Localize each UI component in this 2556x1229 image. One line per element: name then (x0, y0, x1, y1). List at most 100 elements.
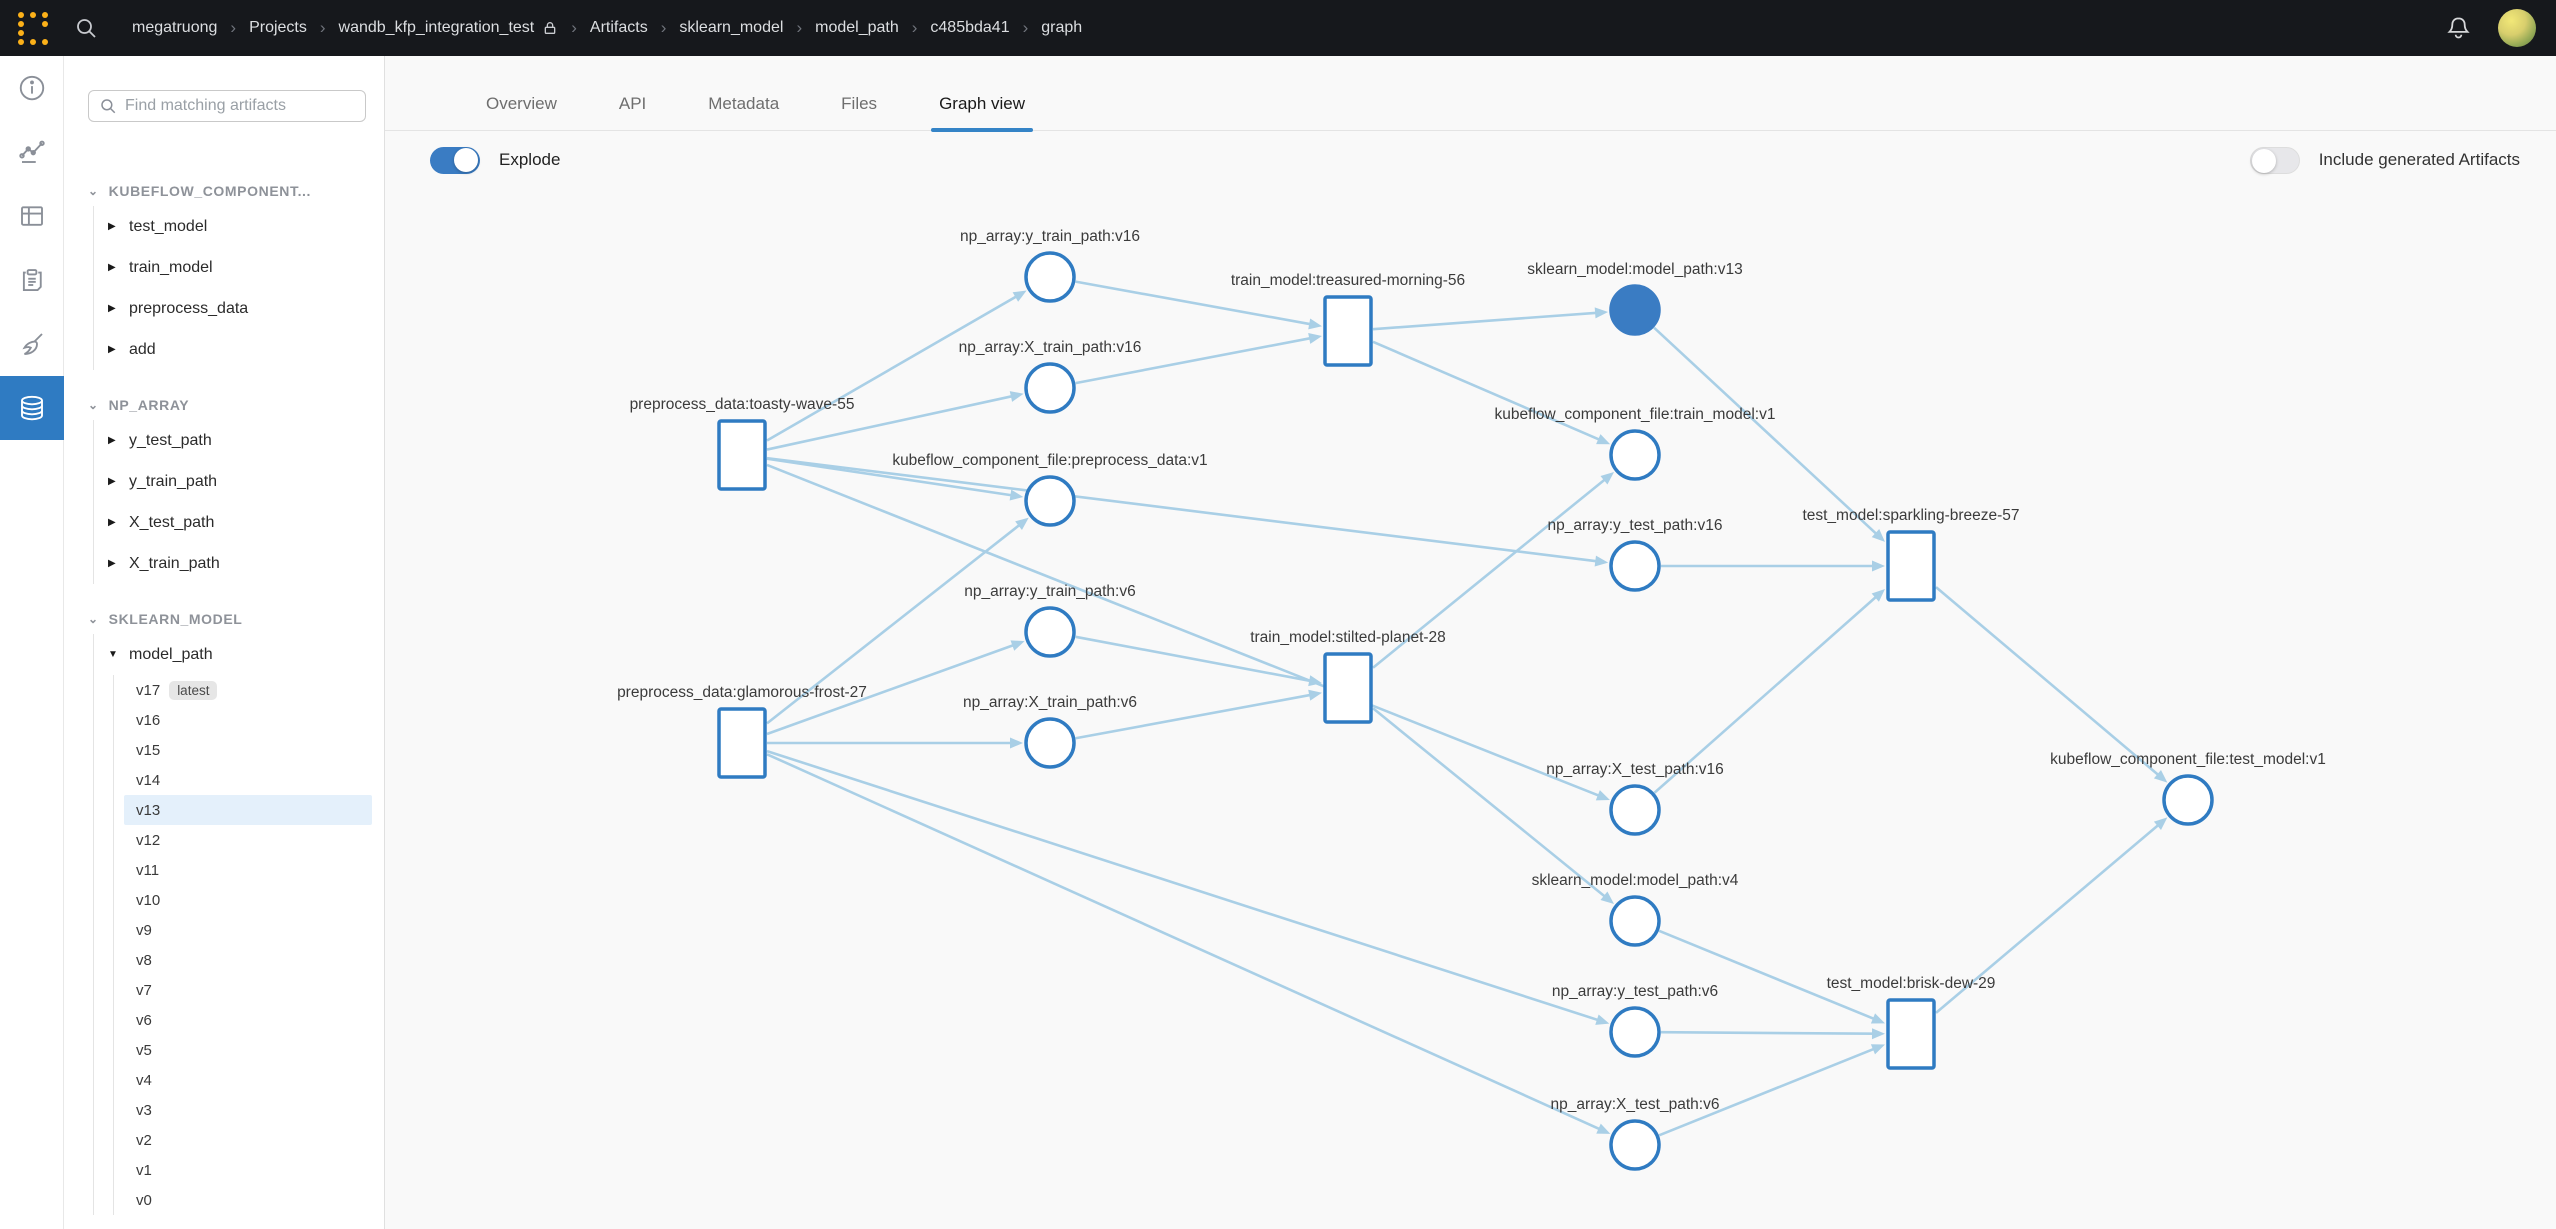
graph-node-xte16[interactable] (1609, 784, 1661, 836)
graph-node-t55[interactable] (717, 419, 767, 491)
include-generated-toggle[interactable] (2249, 146, 2300, 174)
version-label: v8 (136, 951, 152, 969)
graph-node-tm56[interactable] (1323, 295, 1373, 367)
artifact-collection-train_model[interactable]: ▶train_model (108, 247, 384, 288)
artifact-type-body: ▶test_model▶train_model▶preprocess_data▶… (93, 206, 384, 370)
graph-node-ytr16[interactable] (1024, 251, 1076, 303)
version-item-v12[interactable]: v12 (124, 825, 372, 855)
graph-node-mp13[interactable] (1609, 284, 1661, 336)
tab-overview[interactable]: Overview (486, 94, 557, 113)
version-item-v10[interactable]: v10 (124, 885, 372, 915)
artifact-collection-preprocess_data[interactable]: ▶preprocess_data (108, 288, 384, 329)
graph-node-sp28[interactable] (1323, 652, 1373, 724)
artifact-collection-y_train_path[interactable]: ▶y_train_path (108, 461, 384, 502)
graph-node-yte16[interactable] (1609, 540, 1661, 592)
breadcrumb-item[interactable]: megatruong (132, 19, 218, 36)
tab-metadata[interactable]: Metadata (708, 94, 780, 113)
explode-toggle[interactable] (430, 146, 480, 174)
tables-icon (17, 201, 47, 231)
artifact-type-header[interactable]: ⌄KUBEFLOW_COMPONENT... (88, 176, 384, 206)
logo-dot (18, 11, 24, 18)
tab-api[interactable]: API (618, 94, 647, 113)
breadcrumb-separator: › (319, 18, 326, 37)
version-label: v7 (136, 981, 152, 999)
graph-node-g27[interactable] (717, 707, 767, 779)
graph-node-kcfte[interactable] (2162, 774, 2214, 826)
graph-node-bd29[interactable] (1886, 998, 1936, 1070)
artifact-collection-model_path[interactable]: ▼model_path (108, 634, 384, 675)
version-item-v5[interactable]: v5 (124, 1035, 372, 1065)
version-label: v3 (136, 1101, 152, 1119)
reports-icon (17, 265, 47, 295)
rail-item-info[interactable] (0, 56, 64, 120)
version-item-v16[interactable]: v16 (124, 705, 372, 735)
breadcrumb-item[interactable]: Artifacts (589, 19, 648, 36)
artifact-type-body: ▶y_test_path▶y_train_path▶X_test_path▶X_… (93, 420, 384, 584)
version-label: v17 (136, 681, 161, 699)
artifact-collection-X_test_path[interactable]: ▶X_test_path (108, 502, 384, 543)
artifact-tabs: Overview API Metadata Files Graph view (385, 56, 2556, 132)
breadcrumb-item[interactable]: Projects (249, 19, 307, 36)
graph-node-ytr6[interactable] (1024, 606, 1076, 658)
logo-dot (42, 11, 48, 18)
version-item-v0[interactable]: v0 (124, 1185, 372, 1215)
version-item-v11[interactable]: v11 (124, 855, 372, 885)
chevron-down-icon: ⌄ (88, 184, 99, 198)
version-item-v8[interactable]: v8 (124, 945, 372, 975)
breadcrumb-item[interactable]: model_path (815, 19, 899, 36)
graph-node-kcfp[interactable] (1024, 475, 1076, 527)
rail-item-sweeps[interactable] (0, 312, 64, 376)
explode-toggle-label: Explode (499, 150, 561, 169)
graph-controls: Explode Include generated Artifacts (385, 131, 2556, 189)
version-label: v16 (136, 711, 161, 729)
artifact-search-box[interactable] (88, 90, 366, 122)
version-item-v14[interactable]: v14 (124, 765, 372, 795)
rail-item-charts[interactable] (0, 120, 64, 184)
wandb-logo[interactable] (16, 11, 50, 45)
nav-search-icon[interactable] (74, 16, 98, 40)
breadcrumb-item[interactable]: sklearn_model (679, 19, 784, 36)
notifications-bell-icon[interactable] (2445, 15, 2472, 42)
version-item-v13[interactable]: v13 (124, 795, 372, 825)
artifact-collection-add[interactable]: ▶add (108, 329, 384, 370)
graph-node-sb57[interactable] (1886, 530, 1936, 602)
graph-node-xtr6[interactable] (1024, 717, 1076, 769)
artifact-collection-test_model[interactable]: ▶test_model (108, 206, 384, 247)
rail-item-reports[interactable] (0, 248, 64, 312)
graph-node-mp4[interactable] (1609, 895, 1661, 947)
logo-dot (30, 11, 36, 18)
breadcrumb-item[interactable]: c485bda41 (930, 19, 1010, 36)
breadcrumb-item[interactable]: graph (1041, 19, 1083, 36)
triangle-right-icon: ▶ (108, 517, 116, 528)
version-item-v3[interactable]: v3 (124, 1095, 372, 1125)
artifact-collection-X_train_path[interactable]: ▶X_train_path (108, 543, 384, 584)
graph-node-yte6[interactable] (1609, 1006, 1661, 1058)
version-item-v9[interactable]: v9 (124, 915, 372, 945)
artifact-type-header[interactable]: ⌄SKLEARN_MODEL (88, 604, 384, 634)
breadcrumb-item[interactable]: wandb_kfp_integration_test (338, 19, 535, 36)
graph-node-xte6[interactable] (1609, 1119, 1661, 1171)
graph-node-kcft[interactable] (1609, 429, 1661, 481)
version-item-v1[interactable]: v1 (124, 1155, 372, 1185)
version-label: v1 (136, 1161, 152, 1179)
version-item-v4[interactable]: v4 (124, 1065, 372, 1095)
artifact-type-header[interactable]: ⌄NP_ARRAY (88, 390, 384, 420)
graph-node-xtr16[interactable] (1024, 362, 1076, 414)
rail-item-tables[interactable] (0, 184, 64, 248)
version-item-v15[interactable]: v15 (124, 735, 372, 765)
triangle-down-icon: ▼ (108, 649, 118, 660)
version-item-v2[interactable]: v2 (124, 1125, 372, 1155)
artifact-search-input[interactable] (125, 97, 345, 115)
version-label: v12 (136, 831, 161, 849)
breadcrumb-separator: › (796, 18, 803, 37)
artifact-collection-y_test_path[interactable]: ▶y_test_path (108, 420, 384, 461)
tab-graph-view[interactable]: Graph view (931, 94, 1034, 132)
user-avatar[interactable] (2498, 9, 2536, 47)
tab-files[interactable]: Files (841, 94, 878, 113)
rail-item-artifacts[interactable] (0, 376, 64, 440)
version-item-v6[interactable]: v6 (124, 1005, 372, 1035)
logo-dot (18, 38, 24, 45)
version-item-v7[interactable]: v7 (124, 975, 372, 1005)
